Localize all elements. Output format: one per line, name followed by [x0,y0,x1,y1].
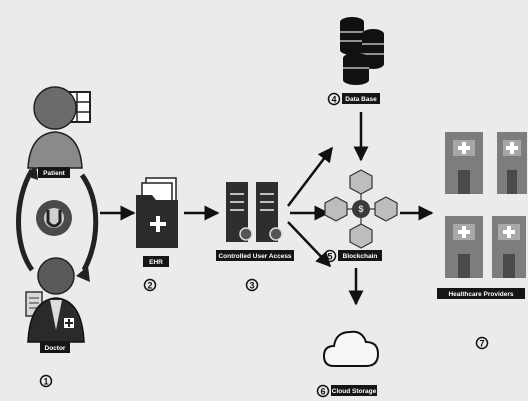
stethoscope-icon [36,200,72,236]
doctor-icon [26,258,84,342]
patient-doctor-group: Patient Doctor 1 [19,87,96,387]
step-5-number: 5 [327,252,332,262]
svg-text:$: $ [358,204,363,214]
providers-group: Healthcare Providers 7 [437,132,527,349]
step-6-number: 6 [320,387,325,397]
ehr-label: EHR [149,259,163,266]
database-label: Data Base [345,96,377,103]
arrow-access-to-database [288,148,332,206]
patient-label: Patient [43,170,66,177]
step-3-number: 3 [249,281,254,291]
cloud-label: Cloud Storage [332,388,377,395]
blockchain-icon: $ [325,170,397,248]
step-4-number: 4 [331,95,336,105]
blockchain-group: $ 5 Blockchain [325,170,398,262]
step-7-number: 7 [479,339,484,349]
hospital-icon [445,132,483,194]
cycle-arrow-left [19,170,33,270]
hospital-icon [497,132,527,194]
database-group: 4 Data Base [329,17,385,105]
hospital-icon [492,216,526,278]
blockchain-label: Blockchain [343,253,378,260]
step-1-number: 1 [43,377,48,387]
providers-label: Healthcare Providers [448,291,513,298]
cloud-group: 6 Cloud Storage [318,332,379,397]
step-2-number: 2 [147,281,152,291]
doctor-label: Doctor [45,345,66,352]
access-group: Controlled User Access 3 [216,182,294,291]
ehr-group: EHR 2 [136,178,178,291]
access-label: Controlled User Access [218,253,291,260]
hospital-icon [445,216,483,278]
cycle-arrow-right [82,175,96,270]
document-stack-icon [226,182,282,242]
ehr-folder-icon [136,178,178,248]
database-icon [340,17,384,85]
patient-icon [28,87,90,168]
arrow-access-to-cloud [288,222,330,266]
cloud-icon [324,332,378,366]
